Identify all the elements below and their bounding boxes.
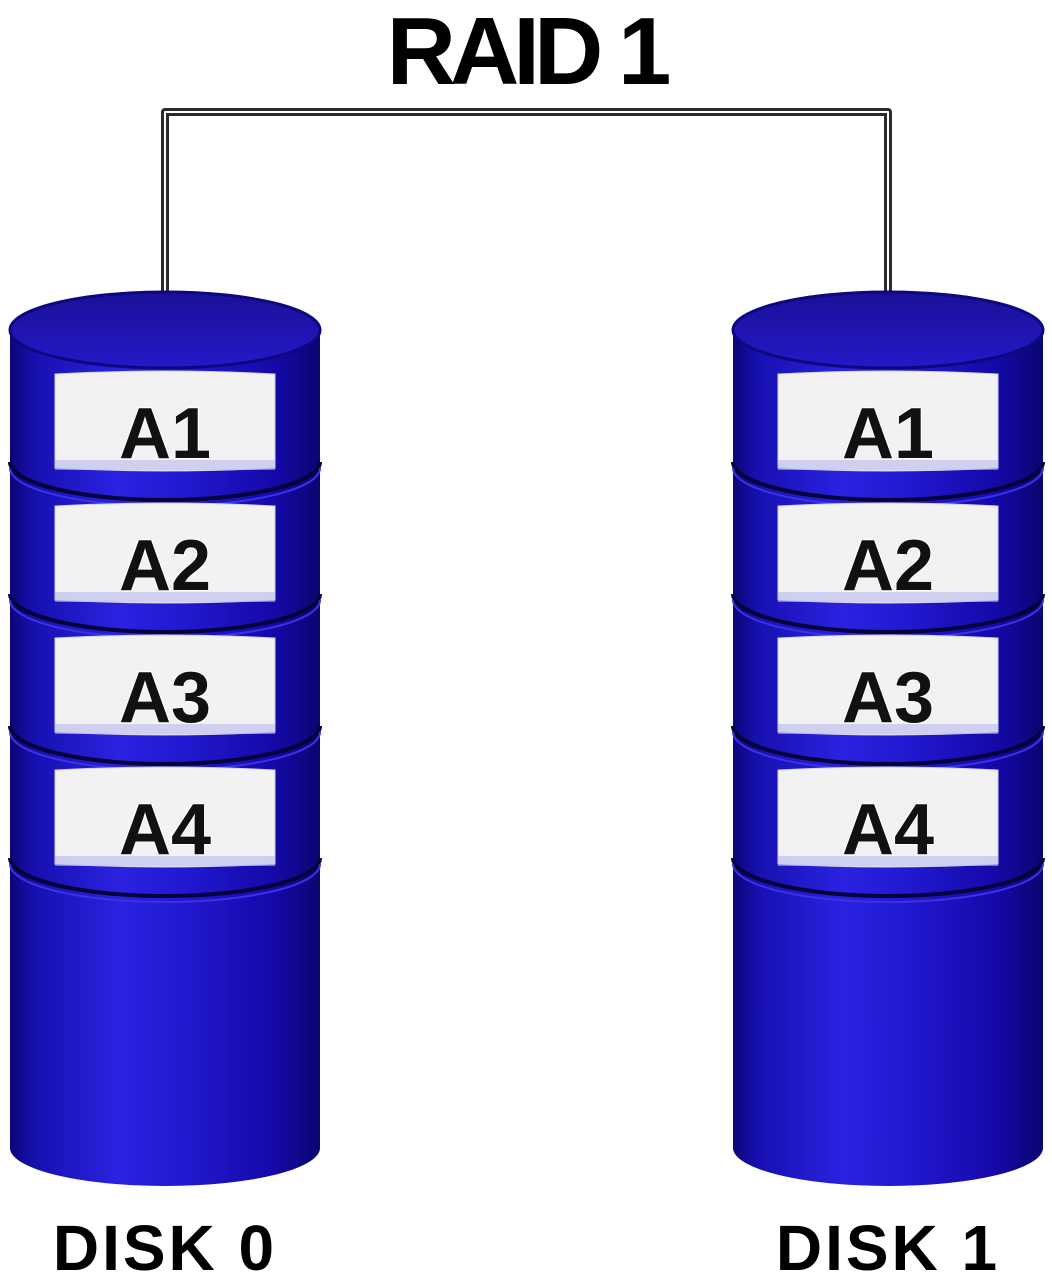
disk-0-divider bbox=[8, 725, 322, 766]
disk-1-block-reflection bbox=[778, 856, 998, 866]
disk-1-block-reflection bbox=[778, 460, 998, 470]
diagram-title: RAID 1 bbox=[387, 0, 669, 105]
disk-0-divider bbox=[8, 593, 322, 634]
mirror-connector-highlight bbox=[164, 111, 889, 334]
disk-0-block-reflection bbox=[55, 460, 275, 470]
mirror-connector bbox=[161, 108, 892, 334]
disk-1-block-label: A4 bbox=[842, 790, 934, 870]
disk-0-block-label: A3 bbox=[119, 658, 211, 738]
disk-1-divider-highlight bbox=[732, 863, 1044, 903]
disk-1-divider bbox=[731, 725, 1045, 766]
disk-1-block-reflection bbox=[778, 724, 998, 734]
disk-0-block-reflection bbox=[55, 856, 275, 866]
disk-0-block-label: A4 bbox=[119, 790, 211, 870]
disk-1-label: DISK 1 bbox=[776, 1212, 1000, 1284]
disk-1-block-reflection bbox=[778, 592, 998, 602]
disk-1-block-label: A2 bbox=[842, 526, 934, 606]
disk-0-label: DISK 0 bbox=[53, 1212, 277, 1284]
disk-1-divider bbox=[731, 593, 1045, 634]
disk-0-top bbox=[8, 290, 322, 370]
disk-0-block-reflection bbox=[55, 724, 275, 734]
disk-0-divider bbox=[8, 857, 322, 898]
disk-0-divider bbox=[8, 461, 322, 502]
disk-1-block-label: A1 bbox=[842, 394, 934, 474]
disk-1-divider bbox=[731, 857, 1045, 898]
disk-0-block-label: A1 bbox=[119, 394, 211, 474]
disk-0-divider-highlight bbox=[9, 863, 321, 903]
disk-1-top bbox=[731, 290, 1045, 370]
disk-1-divider bbox=[731, 461, 1045, 502]
disk-1-block-label: A3 bbox=[842, 658, 934, 738]
disk-0-block-reflection bbox=[55, 592, 275, 602]
disk-0-block-label: A2 bbox=[119, 526, 211, 606]
